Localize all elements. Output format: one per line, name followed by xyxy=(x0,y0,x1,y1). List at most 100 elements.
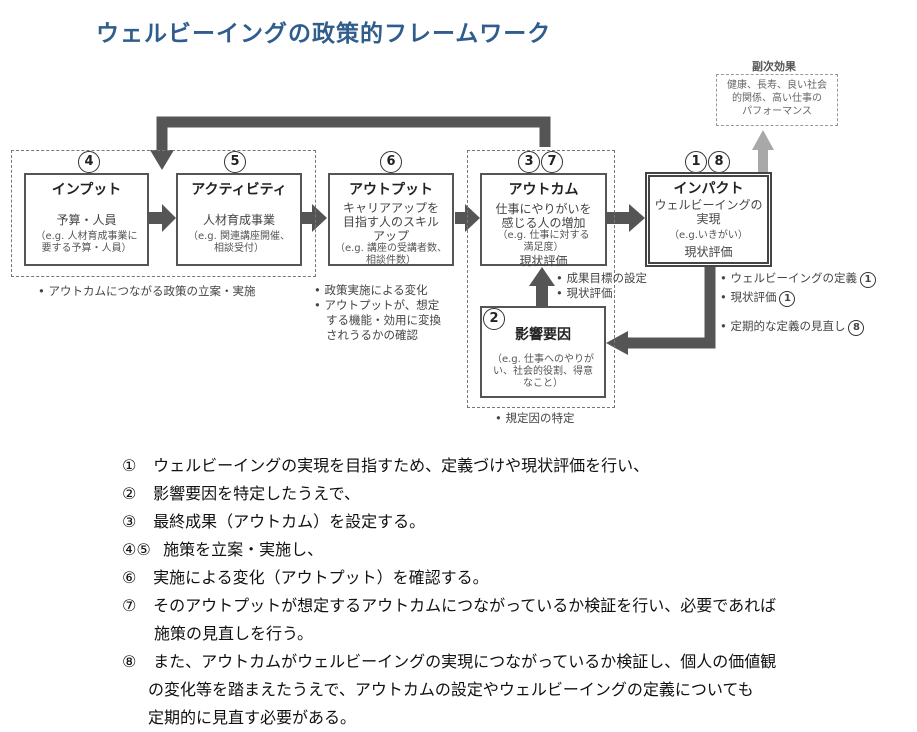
factors-heading: 影響要因 xyxy=(515,327,571,343)
outcome-main-1: 仕事にやりがいを xyxy=(495,202,592,216)
activity-sub-2: 相談受付） xyxy=(214,243,264,254)
arrow-input-activity-shaft xyxy=(149,212,163,224)
note-impact-1-text: ウェルビーイングの定義 xyxy=(730,271,857,285)
arrow-impact-sideeffects-shaft xyxy=(758,148,768,174)
step-6-text: 実施による変化（アウトプット）を確認する。 xyxy=(153,568,489,587)
feedback-arrow-outcome-to-policy xyxy=(156,116,551,150)
impact-main-2: 実現 xyxy=(696,212,721,226)
step-8-mark: ⑧ xyxy=(122,652,137,671)
factors-sub-1: （e.g. 仕事へのやりが xyxy=(491,354,595,365)
input-box[interactable]: インプット 予算・人員 （e.g. 人材育成事業に 要する予算・人員） xyxy=(24,173,149,266)
note-output-3: する機能・効用に変換 xyxy=(326,313,441,327)
impact-foot: 現状評価 xyxy=(684,245,733,259)
step-number-1: 1 xyxy=(685,151,707,173)
arrow-impact-factors-head xyxy=(606,331,628,355)
step-1: ① ウェルビーイングの実現を目指すため、定義づけや現状評価を行い、 xyxy=(122,452,776,480)
activity-main: 人材育成事業 xyxy=(202,213,275,227)
note-output-4: されうるかの確認 xyxy=(326,328,418,342)
step-number-5: 5 xyxy=(224,151,246,173)
note-outcome: 成果目標の設定 現状評価 xyxy=(556,271,647,301)
note-outcome-2: 現状評価 xyxy=(556,286,647,301)
step-1-text: ウェルビーイングの実現を目指すため、定義づけや現状評価を行い、 xyxy=(153,456,650,475)
note-output-1: 政策実施による変化 xyxy=(314,283,441,298)
step-1-mark: ① xyxy=(122,456,137,475)
policy-group xyxy=(11,150,316,277)
output-main-3: アップ xyxy=(372,229,409,243)
arrow-activity-output-shaft xyxy=(302,212,314,224)
note-factors-text: 規定因の特定 xyxy=(495,411,574,426)
arrow-factors-outcome-shaft xyxy=(536,284,548,306)
outcome-sub-1: （e.g. 仕事に対する xyxy=(497,230,590,241)
note-impact-3-num: 8 xyxy=(848,320,865,336)
output-box[interactable]: アウトプット キャリアアップを 目指す人のスキル アップ （e.g. 講座の受講… xyxy=(328,173,454,266)
step-7-mark: ⑦ xyxy=(122,596,137,615)
step-6-mark: ⑥ xyxy=(122,568,137,587)
input-sub-1: （e.g. 人材育成事業に xyxy=(35,231,138,242)
step-number-6: 6 xyxy=(380,151,402,173)
step-number-8: 8 xyxy=(708,151,730,173)
side-effects-line-1: 健康、長寿、良い社会 xyxy=(727,80,827,91)
step-4-5-mark: ④⑤ xyxy=(122,540,151,559)
activity-box[interactable]: アクティビティ 人材育成事業 （e.g. 関連講座開催、 相談受付） xyxy=(176,173,302,266)
factors-sub-3: なこと） xyxy=(523,378,563,389)
note-policy: アウトカムにつながる政策の立案・実施 xyxy=(38,284,255,299)
step-3-text: 最終成果（アウトカム）を設定する。 xyxy=(153,512,426,531)
activity-sub-1: （e.g. 関連講座開催、 xyxy=(187,231,291,242)
step-2: ② 影響要因を特定したうえで、 xyxy=(122,480,776,508)
steps-list: ① ウェルビーイングの実現を目指すため、定義づけや現状評価を行い、 ② 影響要因… xyxy=(122,452,776,732)
outcome-sub-2: 満足度） xyxy=(523,242,564,253)
step-7-text: そのアウトプットが想定するアウトカムにつながっているか検証を行い、必要であれば xyxy=(153,596,777,615)
step-7: ⑦ そのアウトプットが想定するアウトカムにつながっているか検証を行い、必要であれ… xyxy=(122,592,776,620)
step-number-3: 3 xyxy=(518,151,540,173)
note-impact-2-num: 1 xyxy=(779,291,796,307)
step-number-7: 7 xyxy=(541,151,563,173)
note-outcome-1: 成果目標の設定 xyxy=(556,271,647,286)
step-4-5: ④⑤ 施策を立案・実施し、 xyxy=(122,536,776,564)
note-impact-2-text: 現状評価 xyxy=(730,290,777,304)
output-sub-2: 相談件数） xyxy=(366,255,416,266)
note-policy-text: アウトカムにつながる政策の立案・実施 xyxy=(38,284,255,299)
step-7-cont-1: 施策の見直しを行う。 xyxy=(154,624,314,643)
outcome-box[interactable]: アウトカム 仕事にやりがいを 感じる人の増加 （e.g. 仕事に対する 満足度）… xyxy=(480,173,607,268)
side-effects-box: 健康、長寿、良い社会 的関係、高い仕事の パフォーマンス xyxy=(716,74,838,126)
input-sub-2: 要する予算・人員） xyxy=(41,243,132,254)
arrow-output-outcome-head xyxy=(465,204,480,232)
note-factors: 規定因の特定 xyxy=(495,411,574,426)
step-4-5-text: 施策を立案・実施し、 xyxy=(163,540,324,559)
step-8-cont-2: 定期的に見直す必要がある。 xyxy=(148,708,357,727)
impact-main-1: ウェルビーイングの xyxy=(654,198,763,212)
arrow-impact-sideeffects-head xyxy=(752,130,774,150)
step-8-text: また、アウトカムがウェルビーイングの実現につながっているか検証し、個人の価値観 xyxy=(153,652,777,671)
feedback-arrow-head xyxy=(150,150,174,170)
note-impact-1-num: 1 xyxy=(859,272,876,288)
output-heading: アウトプット xyxy=(349,182,433,198)
input-heading: インプット xyxy=(51,182,122,198)
side-effects-line-3: パフォーマンス xyxy=(742,106,812,117)
output-sub-1: （e.g. 講座の受講者数、 xyxy=(334,243,448,254)
step-number-2: 2 xyxy=(483,308,505,330)
arrow-impact-factors xyxy=(625,266,716,349)
input-main: 予算・人員 xyxy=(56,213,117,227)
outcome-foot: 現状評価 xyxy=(519,254,568,268)
step-number-4: 4 xyxy=(78,151,100,173)
step-8: ⑧ また、アウトカムがウェルビーイングの実現につながっているか検証し、個人の価値… xyxy=(122,648,776,676)
activity-heading: アクティビティ xyxy=(191,182,287,198)
outcome-heading: アウトカム xyxy=(508,182,579,198)
arrow-output-outcome-shaft xyxy=(455,212,467,224)
output-main-1: キャリアアップを xyxy=(342,201,439,215)
impact-sub: （e.g.いきがい） xyxy=(669,230,748,241)
step-6: ⑥ 実施による変化（アウトプット）を確認する。 xyxy=(122,564,776,592)
note-impact-3-text: 定期的な定義の見直し xyxy=(730,319,846,333)
side-effects-line-2: 的関係、高い仕事の xyxy=(732,93,822,104)
impact-heading: インパクト xyxy=(673,181,744,197)
arrow-input-activity-head xyxy=(162,204,176,232)
impact-box[interactable]: インパクト ウェルビーイングの 実現 （e.g.いきがい） 現状評価 xyxy=(645,172,772,267)
page-title: ウェルビーイングの政策的フレームワーク xyxy=(96,21,552,47)
step-3: ③ 最終成果（アウトカム）を設定する。 xyxy=(122,508,776,536)
note-output: 政策実施による変化 アウトプットが、想定 する機能・効用に変換 されうるかの確認 xyxy=(314,283,441,343)
step-2-mark: ② xyxy=(122,484,137,503)
